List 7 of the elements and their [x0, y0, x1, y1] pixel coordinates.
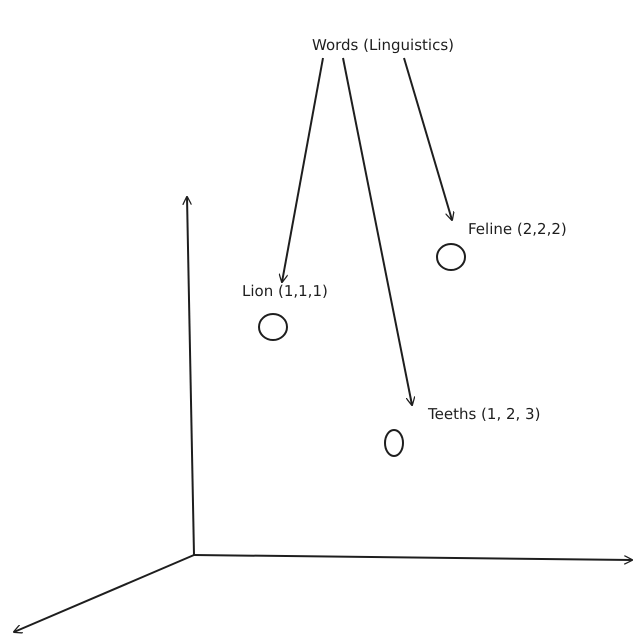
point-label: Feline (2,2,2): [468, 220, 567, 238]
point-label: Lion (1,1,1): [242, 282, 328, 300]
arrow: [278, 58, 324, 284]
arrow: [403, 58, 455, 222]
arrow: [342, 58, 416, 407]
point-label: Teeths (1, 2, 3): [428, 405, 540, 423]
title-label: Words (Linguistics): [312, 36, 454, 54]
